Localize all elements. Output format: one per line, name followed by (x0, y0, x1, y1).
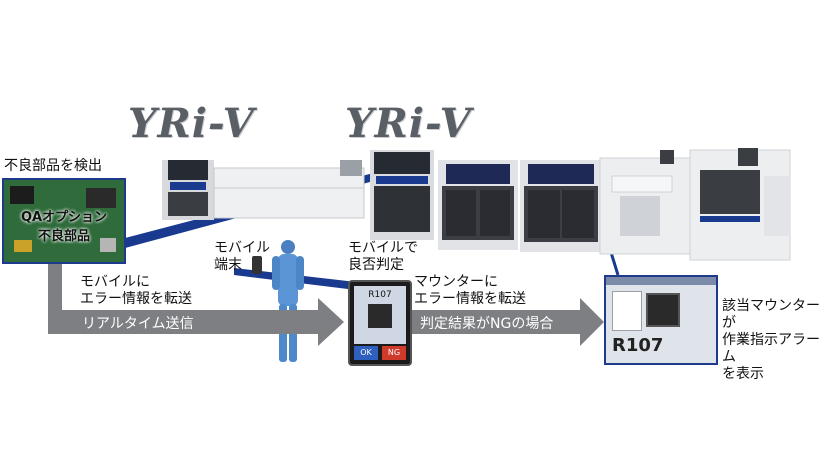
transfer-left-label: モバイルに エラー情報を転送 (80, 274, 192, 308)
result-text-line1: 該当マウンターが (722, 298, 820, 331)
phone-screen: R107 OK NG (348, 280, 412, 366)
transfer-left-line1: モバイルに (80, 274, 150, 290)
mobile-judgement-line1: モバイルで (348, 240, 418, 256)
mounter-screen-code: R107 (612, 335, 664, 356)
inspection-machine-1 (162, 160, 214, 220)
yri-v-logo-right: YRi-V (345, 100, 472, 147)
arrow-right-text: 判定結果がNGの場合 (420, 316, 554, 332)
arrow-left (48, 262, 344, 346)
phone-ng-button[interactable]: NG (382, 346, 406, 360)
pcb-image: QAオプション 不良部品 (2, 178, 126, 264)
transfer-right-line2: エラー情報を転送 (414, 291, 526, 307)
transfer-left-line2: エラー情報を転送 (80, 291, 192, 307)
mobile-terminal-label: モバイル 端末 (214, 240, 270, 274)
mounter-machine-2 (520, 160, 602, 252)
arrow-right (410, 298, 604, 346)
mobile-terminal-line1: モバイル (214, 240, 270, 256)
phone-part-code: R107 (368, 290, 392, 300)
arrow-left-text: リアルタイム送信 (82, 316, 194, 332)
inspection-machine-2 (370, 150, 434, 240)
result-text: 該当マウンターが 作業指示アラーム を表示 (722, 298, 830, 383)
pcb-label-line2: 不良部品 (37, 229, 90, 244)
yri-v-logo-left: YRi-V (128, 100, 255, 147)
mounter-machine-4 (689, 148, 791, 261)
mobile-judgement-line2: 良否判定 (348, 257, 404, 273)
mounter-alarm-screen: R107 (604, 275, 718, 365)
transfer-right-line1: マウンターに (414, 274, 498, 290)
phone-ok-button[interactable]: OK (354, 346, 378, 360)
mobile-terminal-line2: 端末 (214, 257, 242, 273)
pcb-label-line1: QAオプション (20, 210, 108, 225)
mounter-machine-3 (599, 150, 691, 255)
result-text-line3: を表示 (722, 366, 764, 382)
conveyor (213, 160, 365, 219)
transfer-right-label: マウンターに エラー情報を転送 (414, 274, 526, 308)
mounter-machine-1 (438, 160, 518, 250)
result-text-line2: 作業指示アラーム (722, 332, 820, 365)
mobile-judgement-label: モバイルで 良否判定 (348, 240, 418, 274)
pcb-caption: 不良部品を検出 (4, 158, 102, 174)
